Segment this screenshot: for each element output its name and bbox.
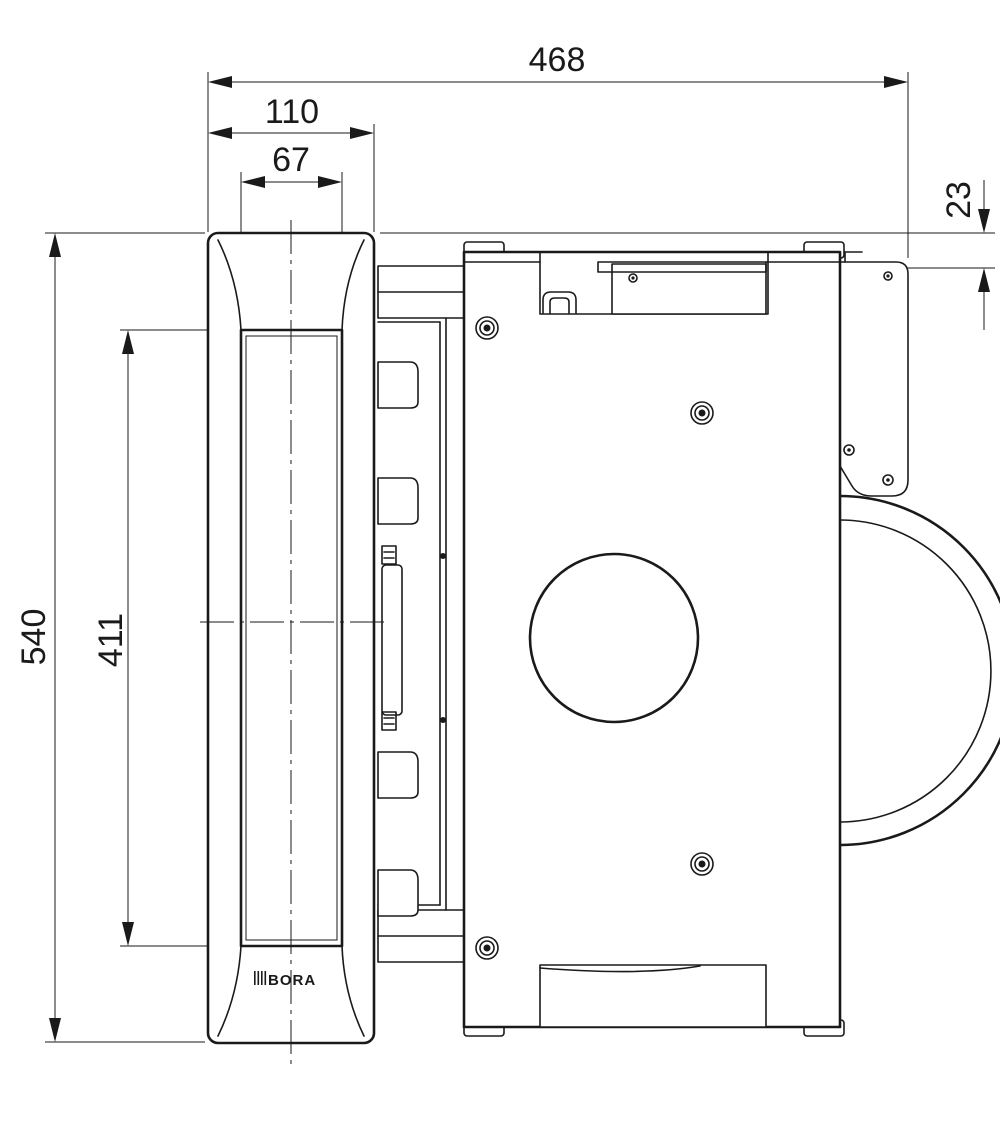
center-lines (200, 220, 390, 1070)
side-bracket (839, 251, 909, 497)
dimension-overall-width: 468 (207, 41, 909, 258)
dim-label-23: 23 (940, 181, 978, 219)
dim-label-540: 540 (15, 609, 53, 666)
screw-lower-mid (690, 852, 714, 876)
dim-label-468: 468 (529, 41, 586, 79)
connector-section (377, 265, 467, 963)
dim-label-67: 67 (272, 141, 310, 179)
fan-wheel (839, 494, 1000, 847)
housing-body (462, 250, 842, 1029)
dim-label-411: 411 (92, 613, 130, 667)
dimension-opening-height: 411 (92, 329, 232, 947)
dimension-front-opening-width: 67 (240, 141, 343, 330)
housing (462, 241, 845, 1037)
screw-upper-mid (690, 401, 714, 425)
bora-logo: BORA (254, 971, 316, 989)
bora-logo-text: BORA (268, 972, 316, 989)
dimension-front-panel-width: 110 (208, 93, 375, 232)
dim-label-110: 110 (265, 93, 319, 131)
screw-bottom-left (475, 936, 499, 960)
screw-top-left (475, 316, 499, 340)
dimension-top-offset: 23 (380, 180, 995, 330)
dimension-overall-height: 540 (15, 232, 205, 1043)
duct-opening (528, 552, 700, 724)
